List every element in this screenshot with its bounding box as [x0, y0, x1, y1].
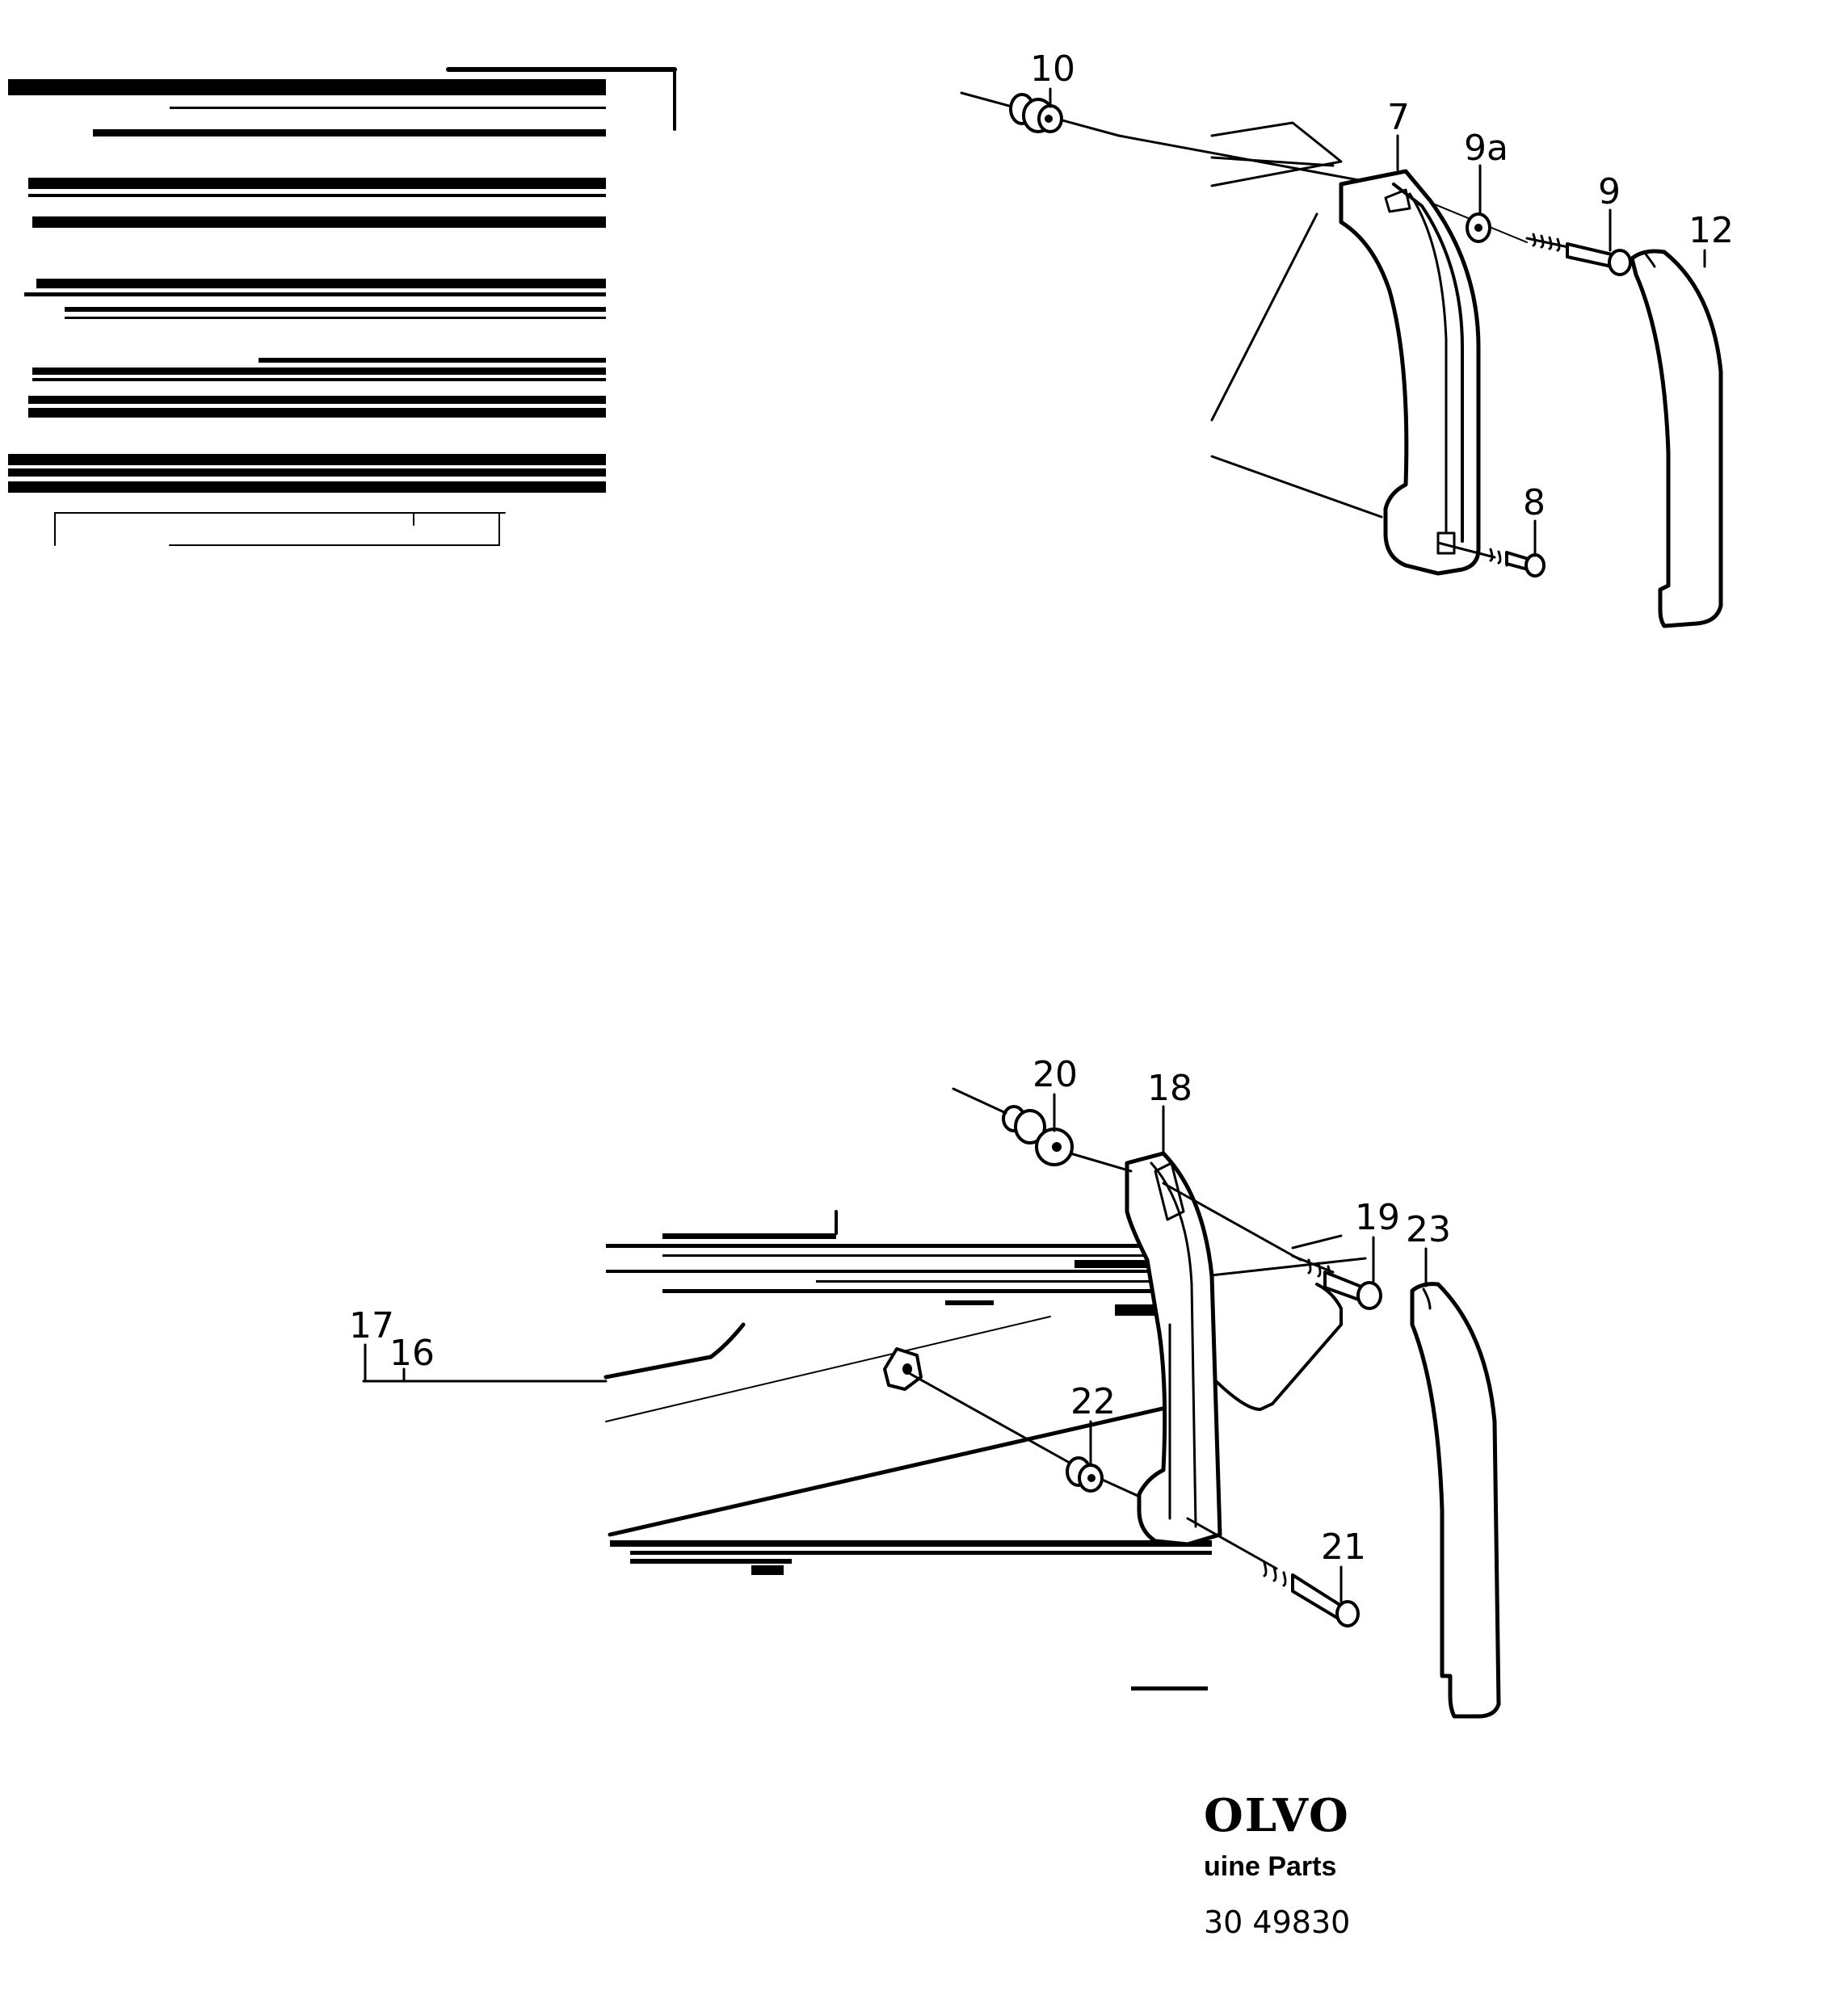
callout-labels: 10 7 9a 9 12 8 20 18 19 23 17 16 22 21 — [349, 48, 1734, 1568]
brand-subtitle: uine Parts — [1204, 1851, 1336, 1882]
callout-20: 20 — [1032, 1054, 1078, 1095]
callout-19: 19 — [1355, 1197, 1400, 1238]
bracket-icon — [883, 1347, 923, 1391]
bracket-icon — [1125, 1151, 1222, 1547]
rubber-bushing-icon — [1009, 93, 1063, 133]
trim-cover-icon — [1630, 249, 1723, 628]
bolt-icon — [1291, 1254, 1382, 1310]
callout-23: 23 — [1406, 1209, 1451, 1250]
scan-artifact-top-left — [8, 67, 677, 546]
washer-icon — [1466, 212, 1491, 243]
bolt-icon — [1525, 233, 1632, 276]
bolt-icon — [1186, 1517, 1360, 1628]
callout-9a: 9a — [1464, 128, 1508, 169]
rubber-bushing-icon — [1002, 1105, 1074, 1166]
trim-cover-icon — [1410, 1282, 1501, 1719]
brand-logo: OLVO — [1204, 1789, 1350, 1842]
door-frame-icon — [603, 1210, 1367, 1690]
callout-18: 18 — [1147, 1068, 1192, 1109]
callout-9: 9 — [1598, 171, 1621, 212]
callout-12: 12 — [1688, 210, 1734, 251]
callout-8: 8 — [1523, 482, 1546, 523]
callout-17: 17 — [349, 1305, 394, 1346]
rubber-bushing-icon — [1066, 1456, 1104, 1493]
document-number: 30 49830 — [1204, 1905, 1350, 1940]
callout-16: 16 — [389, 1333, 435, 1374]
callout-7: 7 — [1387, 97, 1410, 138]
bracket-icon — [1339, 169, 1481, 576]
lower-assembly — [362, 1087, 1501, 1719]
upper-assembly — [960, 87, 1723, 628]
callout-10: 10 — [1030, 48, 1075, 90]
callout-21: 21 — [1321, 1527, 1366, 1568]
brand-footer: OLVO uine Parts 30 49830 — [1204, 1789, 1350, 1940]
callout-22: 22 — [1070, 1381, 1116, 1422]
